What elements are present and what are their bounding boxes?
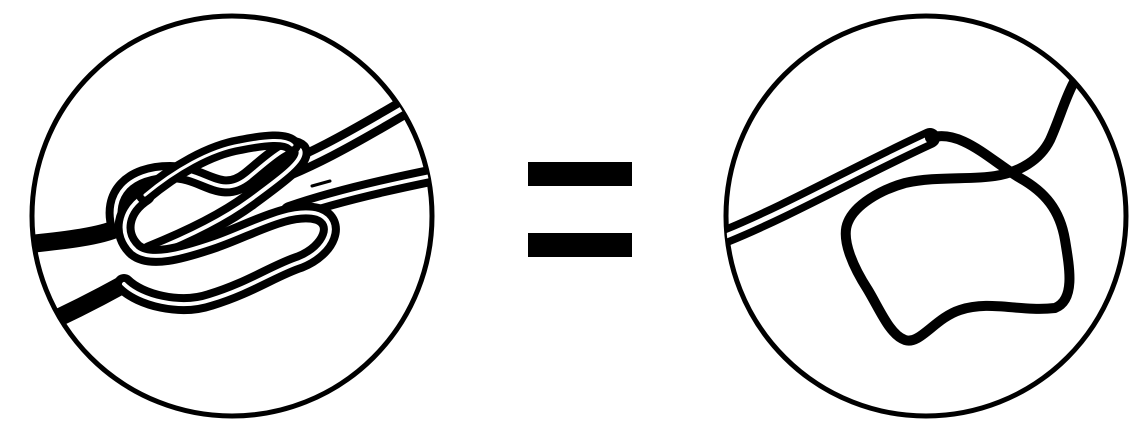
knot-panel <box>20 16 440 416</box>
equals-top-bar <box>528 162 632 186</box>
equals-icon <box>528 162 632 257</box>
equals-bottom-bar <box>528 233 632 257</box>
loop-panel <box>726 16 1126 416</box>
